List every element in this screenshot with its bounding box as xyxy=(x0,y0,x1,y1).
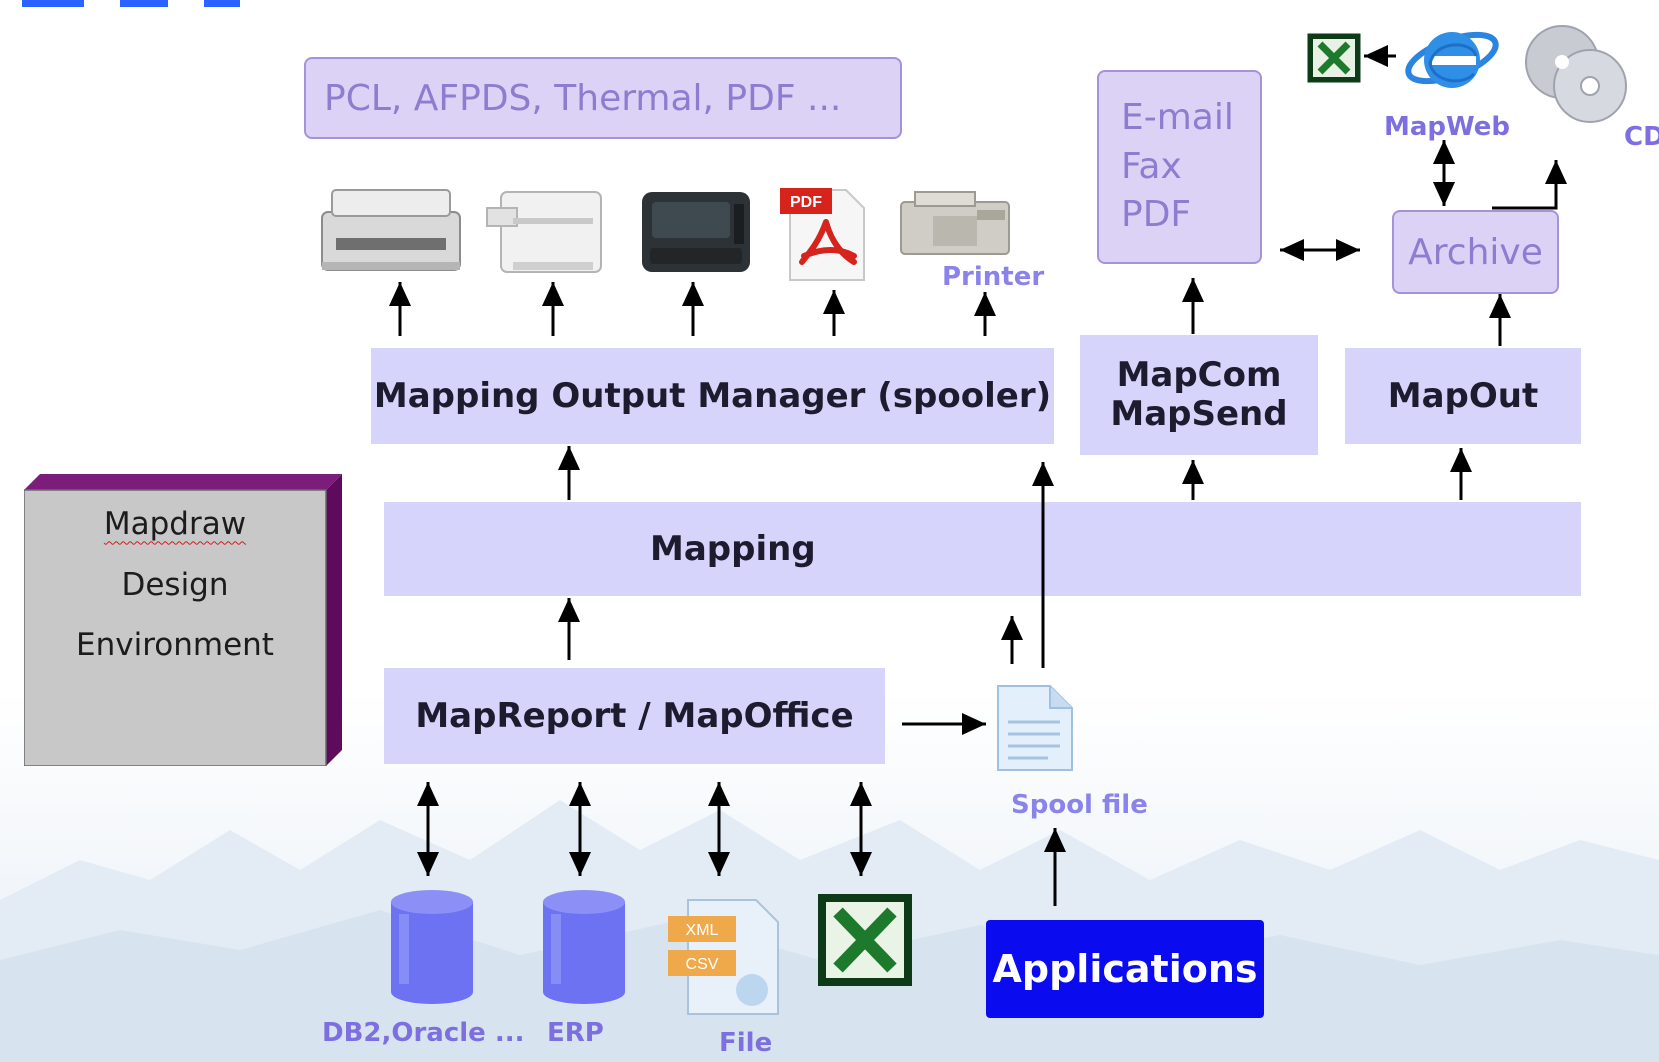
xml-tag-text: XML xyxy=(686,922,719,939)
mapout-band: MapOut xyxy=(1345,348,1581,444)
applications-text: Applications xyxy=(992,947,1258,991)
spool-file-label: Spool file xyxy=(1011,790,1148,820)
printer-label: Printer xyxy=(942,262,1045,292)
line-printer-icon xyxy=(321,189,461,271)
design-text: Design xyxy=(121,566,229,603)
internet-explorer-icon xyxy=(1405,31,1499,88)
mapdraw-text: Mapdraw xyxy=(103,506,247,543)
cd-label: CD xyxy=(1624,122,1659,152)
mapping-band: Mapping xyxy=(384,502,1581,596)
mapcom-text: MapCom xyxy=(1116,354,1282,395)
archive-text: Archive xyxy=(1408,231,1543,273)
pdf-tag-text: PDF xyxy=(790,194,822,211)
spool-file-icon xyxy=(997,685,1073,771)
file-label: File xyxy=(719,1028,773,1058)
csv-tag-text: CSV xyxy=(686,956,719,973)
applications-box: Applications xyxy=(986,920,1264,1018)
environment-text: Environment xyxy=(76,627,274,664)
erp-label: ERP xyxy=(547,1018,604,1048)
archive-box: Archive xyxy=(1392,210,1559,294)
erp-cylinder-icon xyxy=(543,890,625,1004)
thermal-printer-icon xyxy=(642,192,750,272)
copier-printer-icon xyxy=(900,191,1010,255)
mapdraw-design-environment-box: Mapdraw Design Environment xyxy=(24,474,342,766)
mapping-text: Mapping xyxy=(650,529,816,569)
pdf-document-icon: PDF xyxy=(780,188,865,281)
xml-csv-file-icon: XML CSV xyxy=(668,899,779,1015)
email-text: E-mail xyxy=(1121,97,1234,139)
output-formats-text: PCL, AFPDS, Thermal, PDF ... xyxy=(324,77,842,119)
cd-disc-icon xyxy=(1525,25,1627,123)
mapdraw-box-shape xyxy=(24,474,342,766)
fax-text: Fax xyxy=(1121,145,1182,187)
mapsend-text: MapSend xyxy=(1110,394,1288,434)
spooler-text: Mapping Output Manager (spooler) xyxy=(373,376,1052,416)
corner-decoration xyxy=(22,0,240,7)
email-fax-pdf-box: E-mail Fax PDF xyxy=(1097,70,1262,264)
mapreport-text: MapReport / MapOffice xyxy=(415,696,854,736)
excel-small-icon xyxy=(1307,33,1361,83)
database-cylinder-icon xyxy=(391,890,473,1004)
pdf-text: PDF xyxy=(1121,194,1192,236)
mapcom-mapsend-band: MapCom MapSend xyxy=(1080,335,1318,455)
output-formats-box: PCL, AFPDS, Thermal, PDF ... xyxy=(304,57,902,139)
excel-large-icon xyxy=(818,894,912,986)
laser-printer-icon xyxy=(486,191,602,273)
mapout-text: MapOut xyxy=(1387,376,1539,416)
db-label: DB2,Oracle ... xyxy=(322,1018,525,1048)
mapweb-label: MapWeb xyxy=(1384,112,1511,142)
mapreport-mapoffice-band: MapReport / MapOffice xyxy=(384,668,885,764)
mapping-output-manager-band: Mapping Output Manager (spooler) xyxy=(371,348,1054,444)
